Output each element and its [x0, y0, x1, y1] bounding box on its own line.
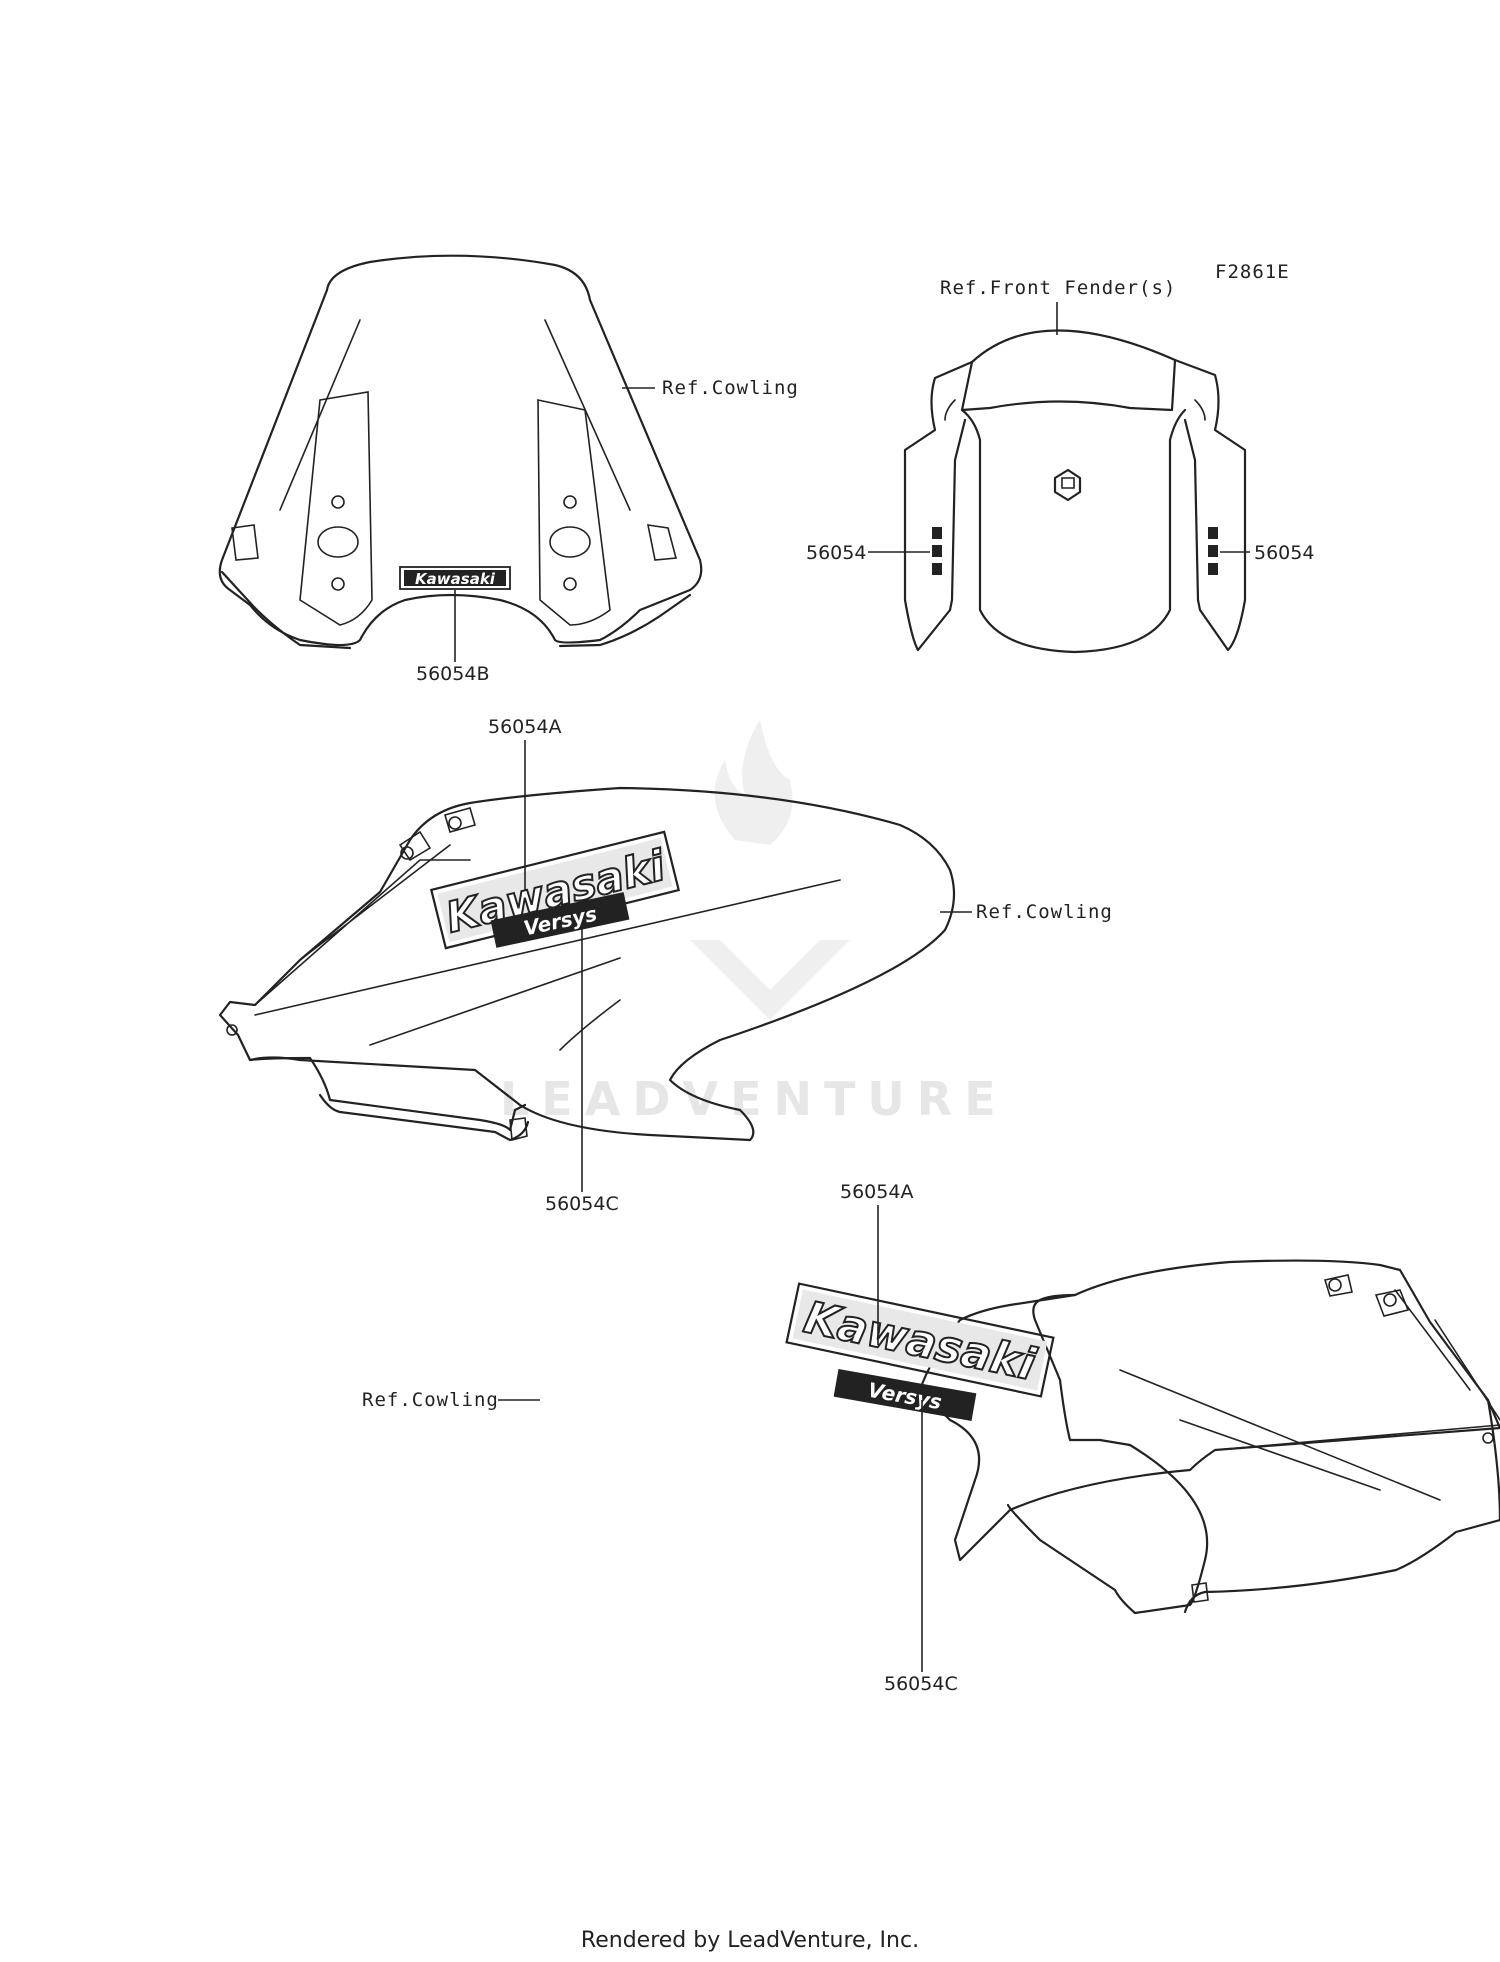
part-number-windshield-emblem: 56054B — [416, 663, 489, 685]
part-number-upper-model: 56054C — [545, 1193, 619, 1215]
ref-cowling-label-3: Ref.Cowling — [362, 1389, 499, 1411]
part-number-upper-emblem: 56054A — [488, 716, 561, 738]
windshield: Kawasaki — [218, 254, 703, 650]
left-fender-decal — [932, 527, 942, 575]
windshield-brand-decal: Kawasaki — [415, 570, 496, 588]
watermark-text: LEADVENTURE — [500, 1072, 1008, 1126]
lower-cowling: Kawasaki Versys — [785, 1259, 1500, 1615]
ref-cowling-label-1: Ref.Cowling — [662, 377, 799, 399]
right-fender-decal — [1208, 527, 1218, 575]
part-number-fender-right: 56054 — [1254, 542, 1314, 564]
front-fender — [903, 329, 1247, 654]
part-number-lower-emblem: 56054A — [840, 1181, 913, 1203]
figure-code: F2861E — [1215, 261, 1290, 283]
part-number-lower-model: 56054C — [884, 1673, 958, 1695]
footer-credit: Rendered by LeadVenture, Inc. — [580, 1928, 920, 1953]
part-number-fender-left: 56054 — [806, 542, 866, 564]
ref-front-fender-label: Ref.Front Fender(s) — [940, 277, 1176, 299]
ref-cowling-label-2: Ref.Cowling — [976, 901, 1113, 923]
